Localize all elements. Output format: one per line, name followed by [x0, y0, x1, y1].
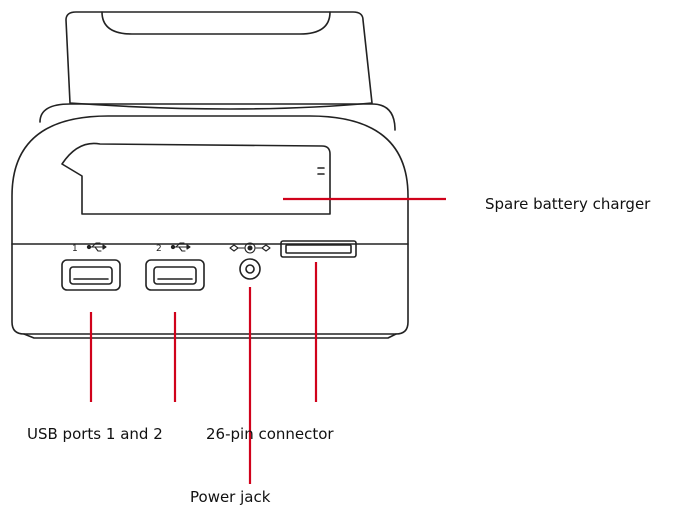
usb-port-2 [145, 259, 205, 291]
usb-port-2-number: 2 [156, 244, 162, 254]
power-jack [239, 258, 261, 280]
spare-battery-slot [61, 142, 331, 215]
usb-icon [170, 242, 191, 252]
spare-battery-charger-label: Spare battery charger [485, 195, 651, 213]
usb-icon [86, 242, 107, 252]
power-jack-label: Power jack [190, 488, 271, 506]
dc-polarity-icon [229, 242, 271, 254]
connector-26pin [280, 240, 357, 258]
cradle-base [11, 103, 409, 339]
connector-26pin-label: 26-pin connector [206, 425, 334, 443]
usb-ports-label: USB ports 1 and 2 [27, 425, 163, 443]
device-holder [65, 11, 373, 110]
usb-port-1 [61, 259, 121, 291]
usb-port-1-number: 1 [72, 244, 78, 254]
